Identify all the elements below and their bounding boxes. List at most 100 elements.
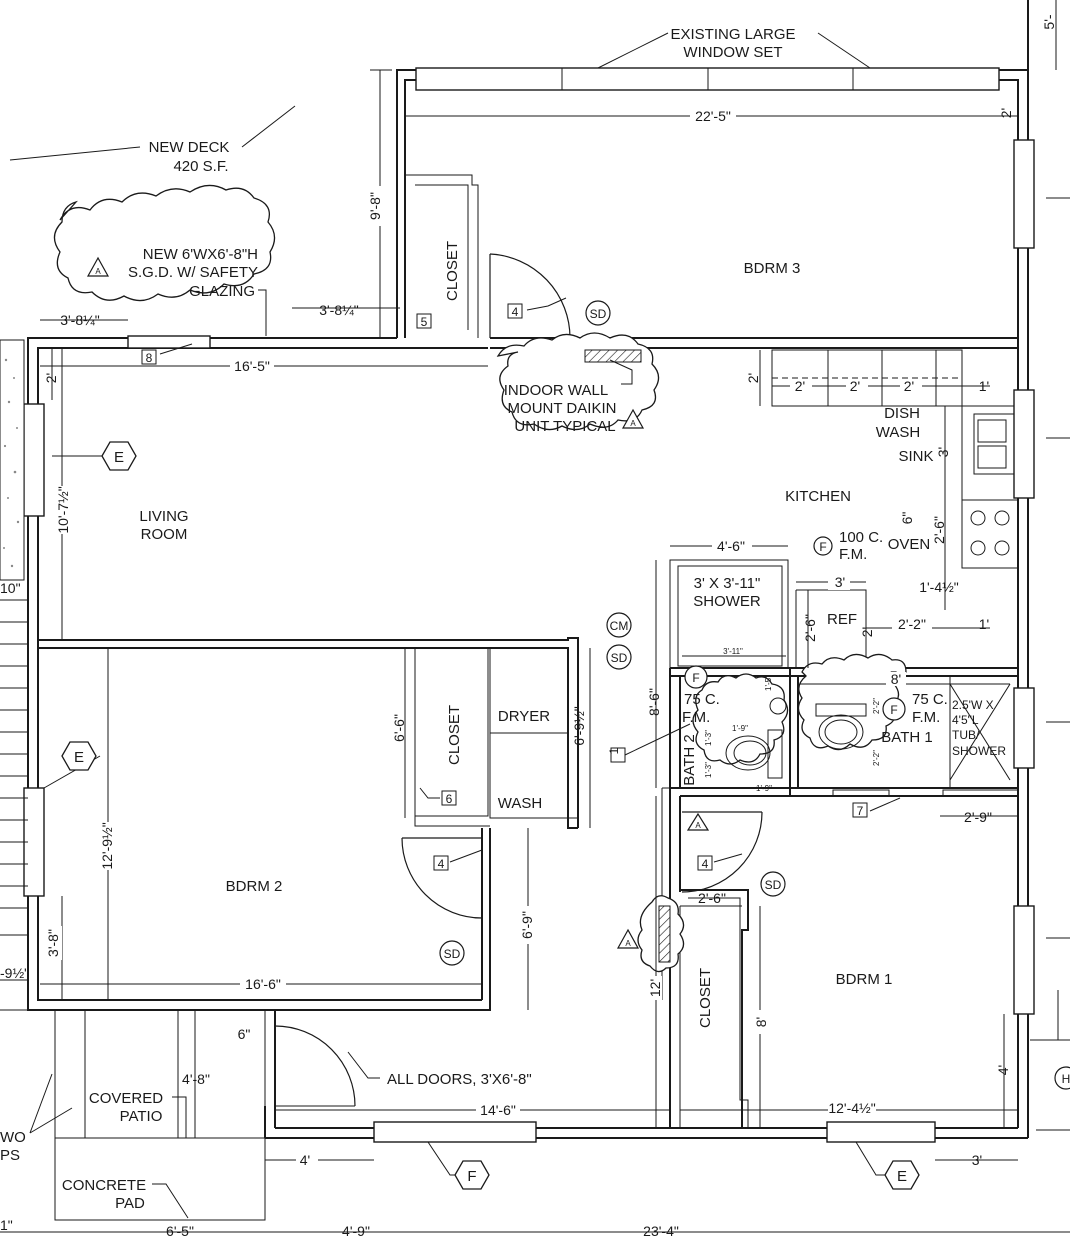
dim-3-ref: 3' [835,574,845,590]
note-edge-two: WO [0,1129,26,1146]
dim-1-3-b: 1'-3" [704,762,713,778]
dim-8-closet: 8' [753,1017,769,1027]
dryer-label: DRYER [498,708,550,725]
dim-2-6-oven: 2'-6" [931,516,947,544]
dim-4-bot: 4' [300,1152,310,1168]
dim-9-8: 9'-8" [367,192,383,220]
dim-4-br: 4' [995,1065,1011,1075]
dim-2-2: 2'-2" [898,616,926,632]
room-bath2: BATH 2 [681,734,698,785]
note-new-deck-1: NEW DECK [149,139,230,156]
tag-7: 7 [857,804,864,818]
dim-8-bath: 8' [891,671,901,687]
windows [23,67,1035,1143]
note-new-deck-2: 420 S.F. [173,158,228,175]
closet-bdrm1: CLOSET [697,968,714,1028]
note-window-set-2: WINDOW SET [683,44,782,61]
dim-2-2-a: 2'-2" [872,698,881,714]
tag-6: 6 [446,792,453,806]
tag-8: 8 [146,351,153,365]
dim-1-4: 1'-4½" [919,579,959,595]
dim-3-11: 3'-11" [723,647,743,656]
dim-14-6: 14'-6" [480,1102,516,1118]
dim-3-8: 3'-8" [45,929,61,957]
dim-1-edge: 1" [0,1217,13,1233]
note-fm75-b1-2: F.M. [912,709,940,726]
tag-4a: 4 [512,305,519,319]
dim-10-edge: 10" [0,580,21,596]
revision-clouds [53,184,907,973]
note-all-doors: ALL DOORS, 3'X6'-8" [387,1071,532,1088]
dim-4-8: 4'-8" [182,1071,210,1087]
fixtures [725,413,1015,779]
dim-3-8-right: 3'-8¼" [319,302,359,318]
hex-callouts: E E F E [61,441,920,1190]
fan-symbol-bath2: F [692,671,699,685]
dim-16-6: 16'-6" [245,976,281,992]
rev-a-sgd: A [95,267,101,276]
dim-4-9: 4'-9" [342,1223,370,1236]
tag-4b: 4 [438,857,445,871]
dim-2-6-ref: 2'-6" [802,614,818,642]
tub-label-4: SHOWER [952,744,1006,758]
smoke-detector-hall: SD [611,651,628,665]
rev-a-bath: A [695,821,701,830]
dim-6-5: 6'-5" [166,1223,194,1236]
note-daikin-1: INDOOR WALL [504,382,608,399]
note-sgd-2: S.G.D. W/ SAFETY [128,264,258,281]
tub-label-1: 2.5'W X [952,698,994,712]
room-bath1: BATH 1 [881,729,932,746]
dim-5-edge: 5'- [1041,14,1057,29]
smoke-detector-bdrm2: SD [444,947,461,961]
dim-2-2-b: 2'-2" [872,750,881,766]
dishwash-label-1: DISH [884,405,920,422]
dim-2-6-closet: 2'-6" [698,890,726,906]
dim-6in: 6" [899,512,915,525]
dim-12: 12' [647,979,663,997]
sink-label: SINK [898,448,933,465]
note-pad-1: CONCRETE [62,1177,146,1194]
rev-a-bdrm1: A [625,939,631,948]
shower-label: SHOWER [693,593,761,610]
closet-bdrm3: CLOSET [444,241,461,301]
dim-4-6: 4'-6" [717,538,745,554]
closet-bdrm2: CLOSET [446,705,463,765]
dim-9-12: -9½" [0,965,29,981]
dim-2-cab: 2' [745,373,761,383]
elevation-e-bottom: E [897,1168,907,1185]
dim-2-b: 2' [850,378,860,394]
dim-2-c: 2' [904,378,914,394]
elevation-f: F [467,1168,476,1185]
tag-1: 1 [607,747,621,754]
stair-treads [0,599,28,909]
room-bdrm1: BDRM 1 [836,971,893,988]
tag-4c: 4 [702,857,709,871]
note-pad-2: PAD [115,1195,145,1212]
rev-a-daikin: A [630,419,636,428]
dim-22-5: 22'-5" [695,108,731,124]
elevation-e-bdrm2: E [74,749,84,766]
dimension-labels: 22'-5" 2' 9'-8" 3'-8¼" 3'-8¼" 16'-5" 2' … [0,14,1057,1236]
co-monitor: CM [610,619,629,633]
doors [274,253,1019,1107]
ref-label: REF [827,611,857,628]
dim-23-4: 23'-4" [643,1223,679,1236]
dim-3-sink: 3' [935,447,951,457]
symbol-h: H [1062,1072,1070,1086]
leader-lines [9,32,1070,1219]
note-daikin-3: UNIT TYPICAL [514,418,615,435]
note-patio-2: PATIO [120,1108,163,1125]
dim-1-9-a: 1'-9" [732,724,748,733]
note-fm75-b1-1: 75 C. [912,691,948,708]
tub-label-2: 4'5"L [952,713,979,727]
dim-3-8-left: 3'-8¼" [60,312,100,328]
dim-2-9: 2'-9" [964,809,992,825]
note-patio-1: COVERED [89,1090,163,1107]
room-living-2: ROOM [141,526,188,543]
dim-12-9: 12'-9½" [99,822,115,869]
dim-2-top: 2' [998,108,1014,118]
symbols: SD CM SD SD SD F F F H [439,300,1070,1090]
dim-1-3-a: 1'-3" [704,730,713,746]
dim-10-7: 10'-7½" [55,486,71,533]
